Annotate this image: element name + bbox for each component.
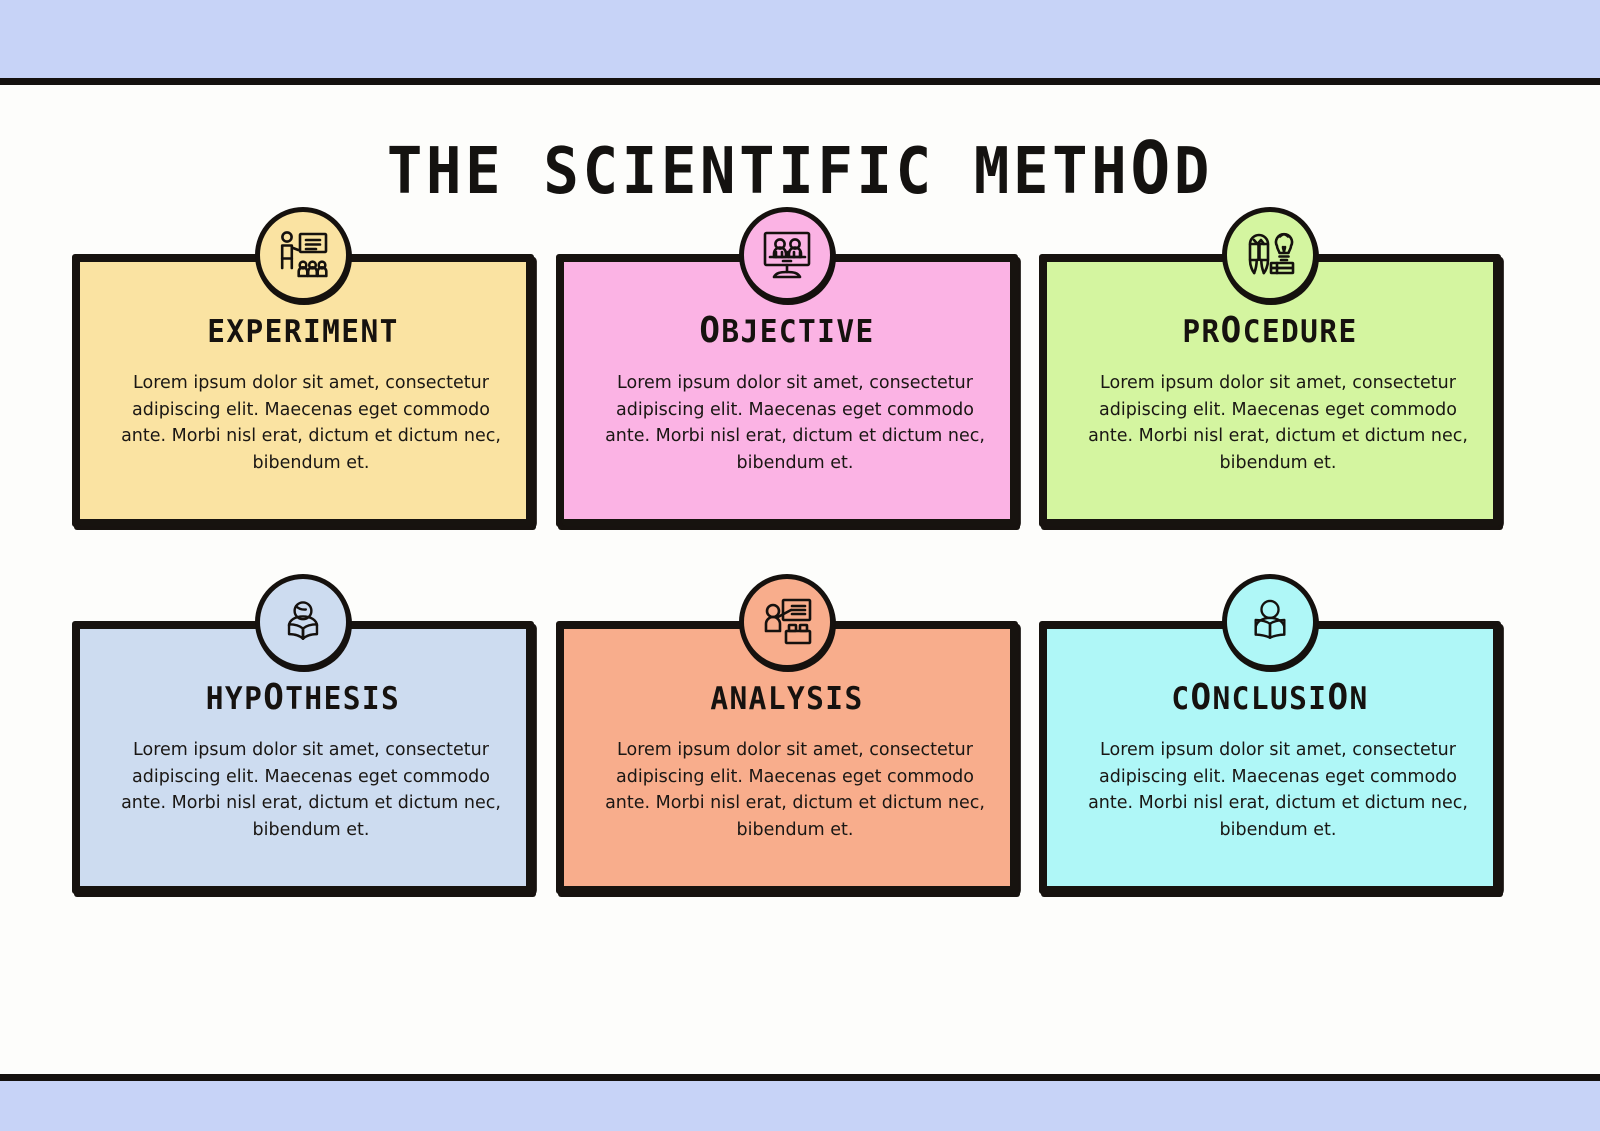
card-conclusion[interactable]: CONCLUSION Lorem ipsum dolor sit amet, c… [1039,574,1504,896]
card-experiment[interactable]: EXPERIMENT Lorem ipsum dolor sit amet, c… [72,207,537,529]
card-objective-title: OBJECTIVE [699,310,875,351]
card-objective[interactable]: OBJECTIVE Lorem ipsum dolor sit amet, co… [556,207,1021,529]
content-stage: THE SCIENTIFIC METHOD EXPERIMENT Lorem i… [0,85,1600,1074]
cards-grid: EXPERIMENT Lorem ipsum dolor sit amet, c… [72,207,1532,941]
top-divider-rule [0,78,1600,85]
card-analysis-body: Lorem ipsum dolor sit amet, consectetur … [605,740,985,840]
cards-row-top: EXPERIMENT Lorem ipsum dolor sit amet, c… [72,207,1532,529]
presentation-board-desk-icon [739,574,835,670]
video-conference-monitor-icon [739,207,835,303]
card-procedure[interactable]: PROCEDURE Lorem ipsum dolor sit amet, co… [1039,207,1504,529]
card-conclusion-title: CONCLUSION [1171,677,1369,718]
top-color-band [0,0,1600,78]
card-hypothesis-title: HYPOTHESIS [205,677,401,718]
card-objective-body: Lorem ipsum dolor sit amet, consectetur … [605,373,985,473]
bottom-divider-rule [0,1074,1600,1081]
card-procedure-box: PROCEDURE Lorem ipsum dolor sit amet, co… [1039,254,1504,529]
person-reading-open-book-icon [255,574,351,670]
presenter-whiteboard-audience-icon [255,207,351,303]
card-experiment-body: Lorem ipsum dolor sit amet, consectetur … [121,373,501,473]
bottom-color-band [0,1081,1600,1131]
page-title: THE SCIENTIFIC METHOD [386,126,1214,210]
books-lightbulb-icon [1222,207,1318,303]
card-analysis-title: ANALYSIS [710,681,864,717]
cards-row-bottom: HYPOTHESIS Lorem ipsum dolor sit amet, c… [72,574,1532,896]
card-procedure-title: PROCEDURE [1182,310,1358,351]
card-analysis[interactable]: ANALYSIS Lorem ipsum dolor sit amet, con… [556,574,1021,896]
card-hypothesis-body: Lorem ipsum dolor sit amet, consectetur … [121,740,501,840]
person-holding-book-icon [1222,574,1318,670]
card-conclusion-body: Lorem ipsum dolor sit amet, consectetur … [1088,740,1468,840]
card-experiment-title: EXPERIMENT [207,314,399,350]
card-hypothesis[interactable]: HYPOTHESIS Lorem ipsum dolor sit amet, c… [72,574,537,896]
card-procedure-body: Lorem ipsum dolor sit amet, consectetur … [1088,373,1468,473]
